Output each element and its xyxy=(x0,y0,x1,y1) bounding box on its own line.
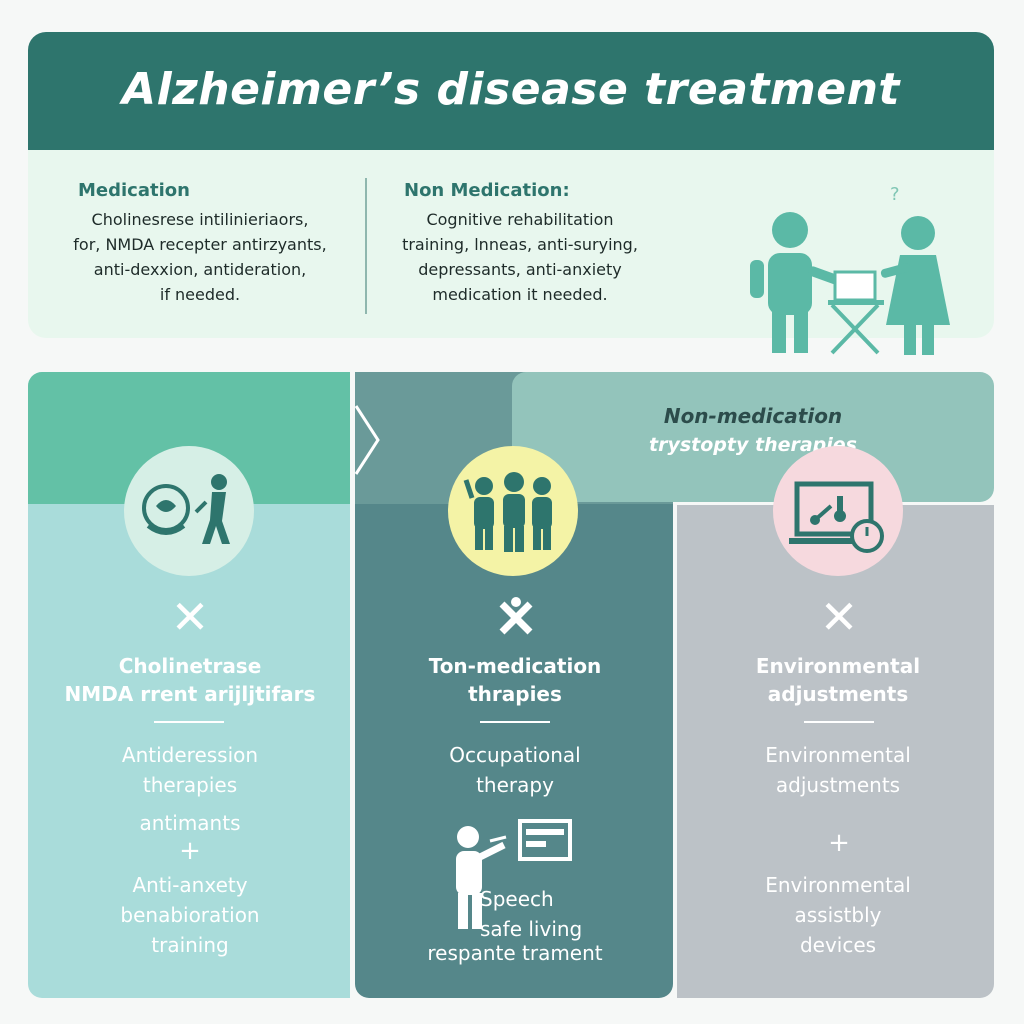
banner-subtitle: trystopty therapies xyxy=(649,434,857,456)
banner-title: Non-medication xyxy=(663,404,843,428)
column-text-line: Antideression xyxy=(121,743,259,767)
column-rule xyxy=(480,721,550,723)
column-text: respante trament xyxy=(427,941,603,965)
non-medication-line: training, lnneas, anti-surying, xyxy=(402,235,638,254)
medication-heading: Medication xyxy=(78,180,190,201)
medication-summary: Cholinesrese intilinieriaors, for, NMDA … xyxy=(40,207,360,307)
non-medication-line: medication it needed. xyxy=(432,285,608,304)
non-medication-banner xyxy=(512,372,994,502)
cross-icon: ✕ xyxy=(819,590,859,644)
summary-divider xyxy=(365,178,367,314)
column-text-line: Environmental xyxy=(765,873,911,897)
column-text-line: training xyxy=(151,933,229,957)
column-text-line: Environmental xyxy=(765,743,911,767)
chevron-right-icon xyxy=(354,405,380,475)
column-text: Antideression therapies xyxy=(40,740,340,800)
page-title: Alzheimer’s disease treatment xyxy=(122,64,900,115)
column-text: antimants xyxy=(139,811,241,835)
column-text: Speech safe living xyxy=(480,884,600,944)
person-with-board-icon xyxy=(456,819,572,929)
brain-person-walking-icon xyxy=(142,474,230,544)
column-title-line: Environmental xyxy=(755,654,921,678)
header-bar xyxy=(28,32,994,150)
plus-icon: + xyxy=(828,828,850,858)
column-rule xyxy=(804,721,874,723)
column-title-line: Ton-medication xyxy=(428,654,602,678)
column-text: Anti-anxety benabioration training xyxy=(40,870,340,960)
non-medication-heading: Non Medication: xyxy=(404,180,570,201)
column-text: Environmental adjustments xyxy=(688,740,988,800)
plus-icon: + xyxy=(179,836,201,866)
medication-line: Cholinesrese intilinieriaors, xyxy=(91,210,309,229)
non-medication-line: Cognitive rehabilitation xyxy=(426,210,614,229)
computer-clock-icon xyxy=(789,481,884,553)
column-title-line: adjustments xyxy=(767,682,909,706)
column-text-line: Occupational xyxy=(449,743,581,767)
column-title: Ton-medication thrapies xyxy=(365,652,665,708)
cross-icon xyxy=(499,597,533,635)
column-text: Occupational therapy xyxy=(365,740,665,800)
group-of-people-icon xyxy=(463,472,552,552)
medication-line: if needed. xyxy=(159,285,241,304)
column-rule xyxy=(154,721,224,723)
column-text-line: adjustments xyxy=(775,773,901,797)
medication-line: for, NMDA recepter antirzyants, xyxy=(73,235,327,254)
column-text-line: therapies xyxy=(142,773,238,797)
svg-text:?: ? xyxy=(890,184,900,205)
column-title-line: thrapies xyxy=(468,682,562,706)
caregiver-with-laptop-icon: ? xyxy=(750,184,950,355)
non-medication-line: depressants, anti-anxiety xyxy=(418,260,622,279)
column-text-line: safe living xyxy=(480,917,583,941)
cross-icon: ✕ xyxy=(170,590,210,644)
column-text-line: benabioration xyxy=(120,903,260,927)
column-title: Cholinetrase NMDA rrent arijljtifars xyxy=(40,652,340,708)
column-text-line: Anti-anxety xyxy=(132,873,248,897)
column-text-line: Speech xyxy=(480,887,554,911)
medication-line: anti-dexxion, antideration, xyxy=(93,260,307,279)
column-text: Environmental assistbly devices xyxy=(688,870,988,960)
column-title-line: NMDA rrent arijljtifars xyxy=(64,682,316,706)
column-title-line: Cholinetrase xyxy=(118,654,262,678)
column-text-line: assistbly xyxy=(794,903,882,927)
column-text-line: devices xyxy=(799,933,877,957)
column-title: Environmental adjustments xyxy=(688,652,988,708)
column-text-line: therapy xyxy=(476,773,554,797)
non-medication-summary: Cognitive rehabilitation training, lnnea… xyxy=(380,207,660,307)
environment-column xyxy=(677,505,994,998)
